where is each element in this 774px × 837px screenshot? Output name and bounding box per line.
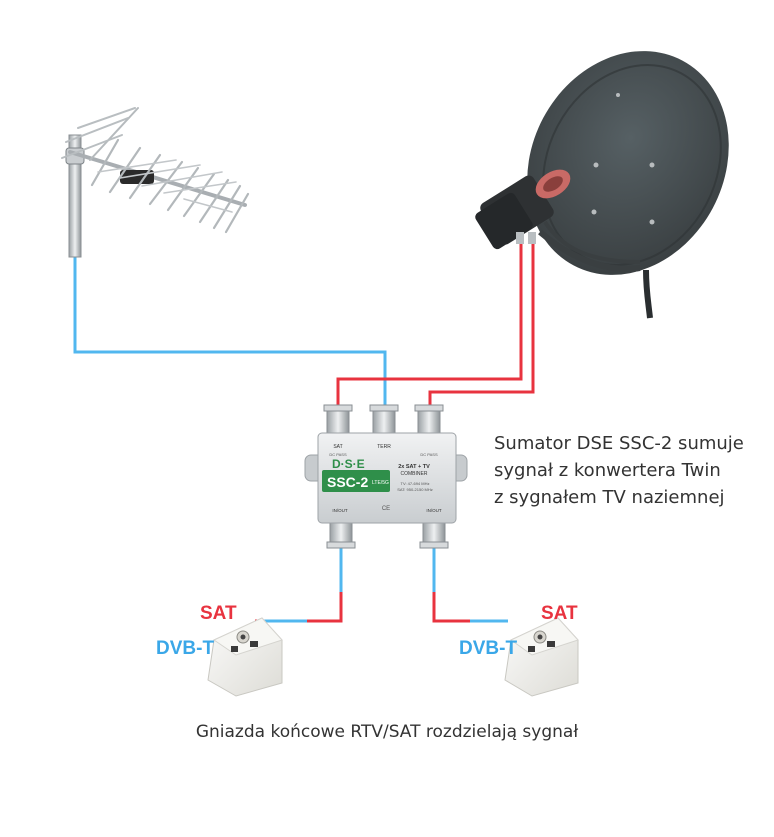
port-label-inout2: IN/OUT [426, 508, 442, 513]
socket-left-sat-label: SAT [200, 603, 237, 624]
port-label-dc1: DC PASS [329, 452, 347, 457]
combiner-brand: D·S·E [332, 457, 365, 471]
terrestrial-antenna-icon [61, 107, 250, 258]
description-line-1: Sumator DSE SSC-2 sumuje [494, 433, 744, 454]
satellite-dish-icon [527, 51, 729, 319]
port-label-sat: SAT [333, 444, 342, 450]
combiner-spec-2: SAT: 950-2150 MHz [397, 487, 433, 492]
socket-left-dvbt-label: DVB-T [156, 638, 215, 659]
out-cable-left-sat [307, 592, 343, 623]
description-line-3: z sygnałem TV naziemnej [494, 487, 725, 508]
socket-right-sat-label: SAT [541, 603, 578, 624]
port-label-inout1: IN/OUT [332, 508, 348, 513]
combiner-title-2: COMBINER [401, 471, 428, 477]
out-cable-right-sat [432, 592, 470, 623]
port-label-terr: TERR [377, 444, 391, 450]
combiner-ce-mark: CE [382, 506, 390, 512]
socket-right-dvbt-label: DVB-T [459, 638, 518, 659]
combiner-model: SSC-2 [327, 474, 368, 490]
combiner-labels: SAT TERR DC PASS DC PASS D·S·E SSC-2 LTE… [327, 444, 442, 513]
wall-socket-right [504, 617, 579, 697]
sat-cable-1 [336, 243, 523, 406]
wall-socket-left [207, 617, 283, 697]
port-label-dc2: DC PASS [420, 452, 438, 457]
sat-cable-2 [428, 243, 535, 406]
combiner-suffix: LTE/5G [372, 480, 389, 486]
combiner-spec-1: TV: 47-694 MHz [401, 481, 430, 486]
combiner-title-1: 2x SAT + TV [398, 464, 430, 470]
combiner-description: Sumator DSE SSC-2 sumuje sygnał z konwer… [494, 430, 764, 511]
wall-socket-icon [207, 617, 283, 697]
combiner-icon [304, 404, 468, 549]
twin-lnb-icon [475, 169, 571, 250]
description-line-2: sygnał z konwertera Twin [494, 460, 721, 481]
bottom-caption: Gniazda końcowe RTV/SAT rozdzielają sygn… [195, 722, 579, 742]
cables [73, 230, 535, 623]
wall-socket-icon [504, 617, 579, 697]
